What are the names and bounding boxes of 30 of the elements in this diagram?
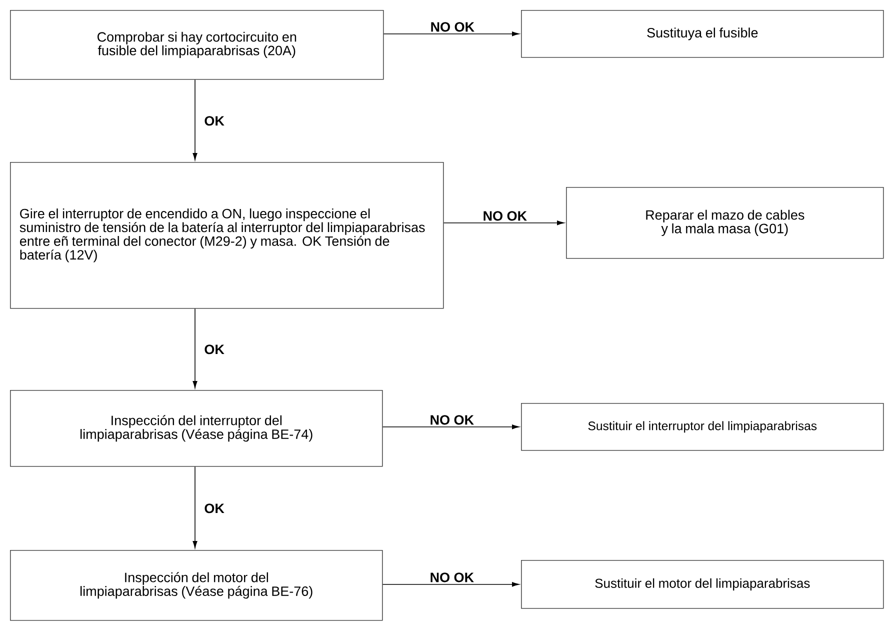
edge-label: OK [204,504,224,514]
process-box [10,390,383,467]
process-box [566,187,884,259]
box-text: Inspección del interruptor del limpiaparabrisas (Véase página BE-74) [80,415,312,442]
process-box [521,10,884,58]
box-text: Gire el interruptor de encendido a ON, luego inspeccione el suministro de tensión de la batería al interruptor del limpiaparabrisas entre eñ terminal del conector (M29-2) y masa. OK Tensión de batería (12V) [20,208,425,262]
arrow [382,582,520,587]
edge-label: NO OK [484,211,527,221]
process-box [521,403,884,451]
edge-label: NO OK [430,415,474,425]
box-text: Sustituya el fusible [647,28,758,40]
box-text: Reparar el mazo de cables y la mala masa (G01) [646,210,804,236]
box-text: Sustituir el motor del limpiaparabrisas [595,578,810,590]
edge-label: NO OK [431,22,474,32]
box-text: Inspección del motor del limpiaparabrisas (Véase página BE-76) [80,572,312,599]
arrow [192,79,198,160]
arrow [192,466,198,548]
arrow [382,424,520,430]
process-box [10,10,384,80]
process-box [10,162,444,309]
arrow [443,220,564,226]
edge-label: NO OK [430,572,474,582]
edge-label: OK [204,344,224,354]
arrow [383,32,520,36]
box-text: Sustituir el interruptor del limpiaparabrisas [588,421,817,433]
arrow [192,308,198,388]
box-text: Comprobar si hay cortocircuito en fusible del limpiaparabrisas (20A) [98,32,296,58]
process-box [521,560,884,609]
edge-label: OK [204,116,224,126]
process-box [10,550,383,621]
